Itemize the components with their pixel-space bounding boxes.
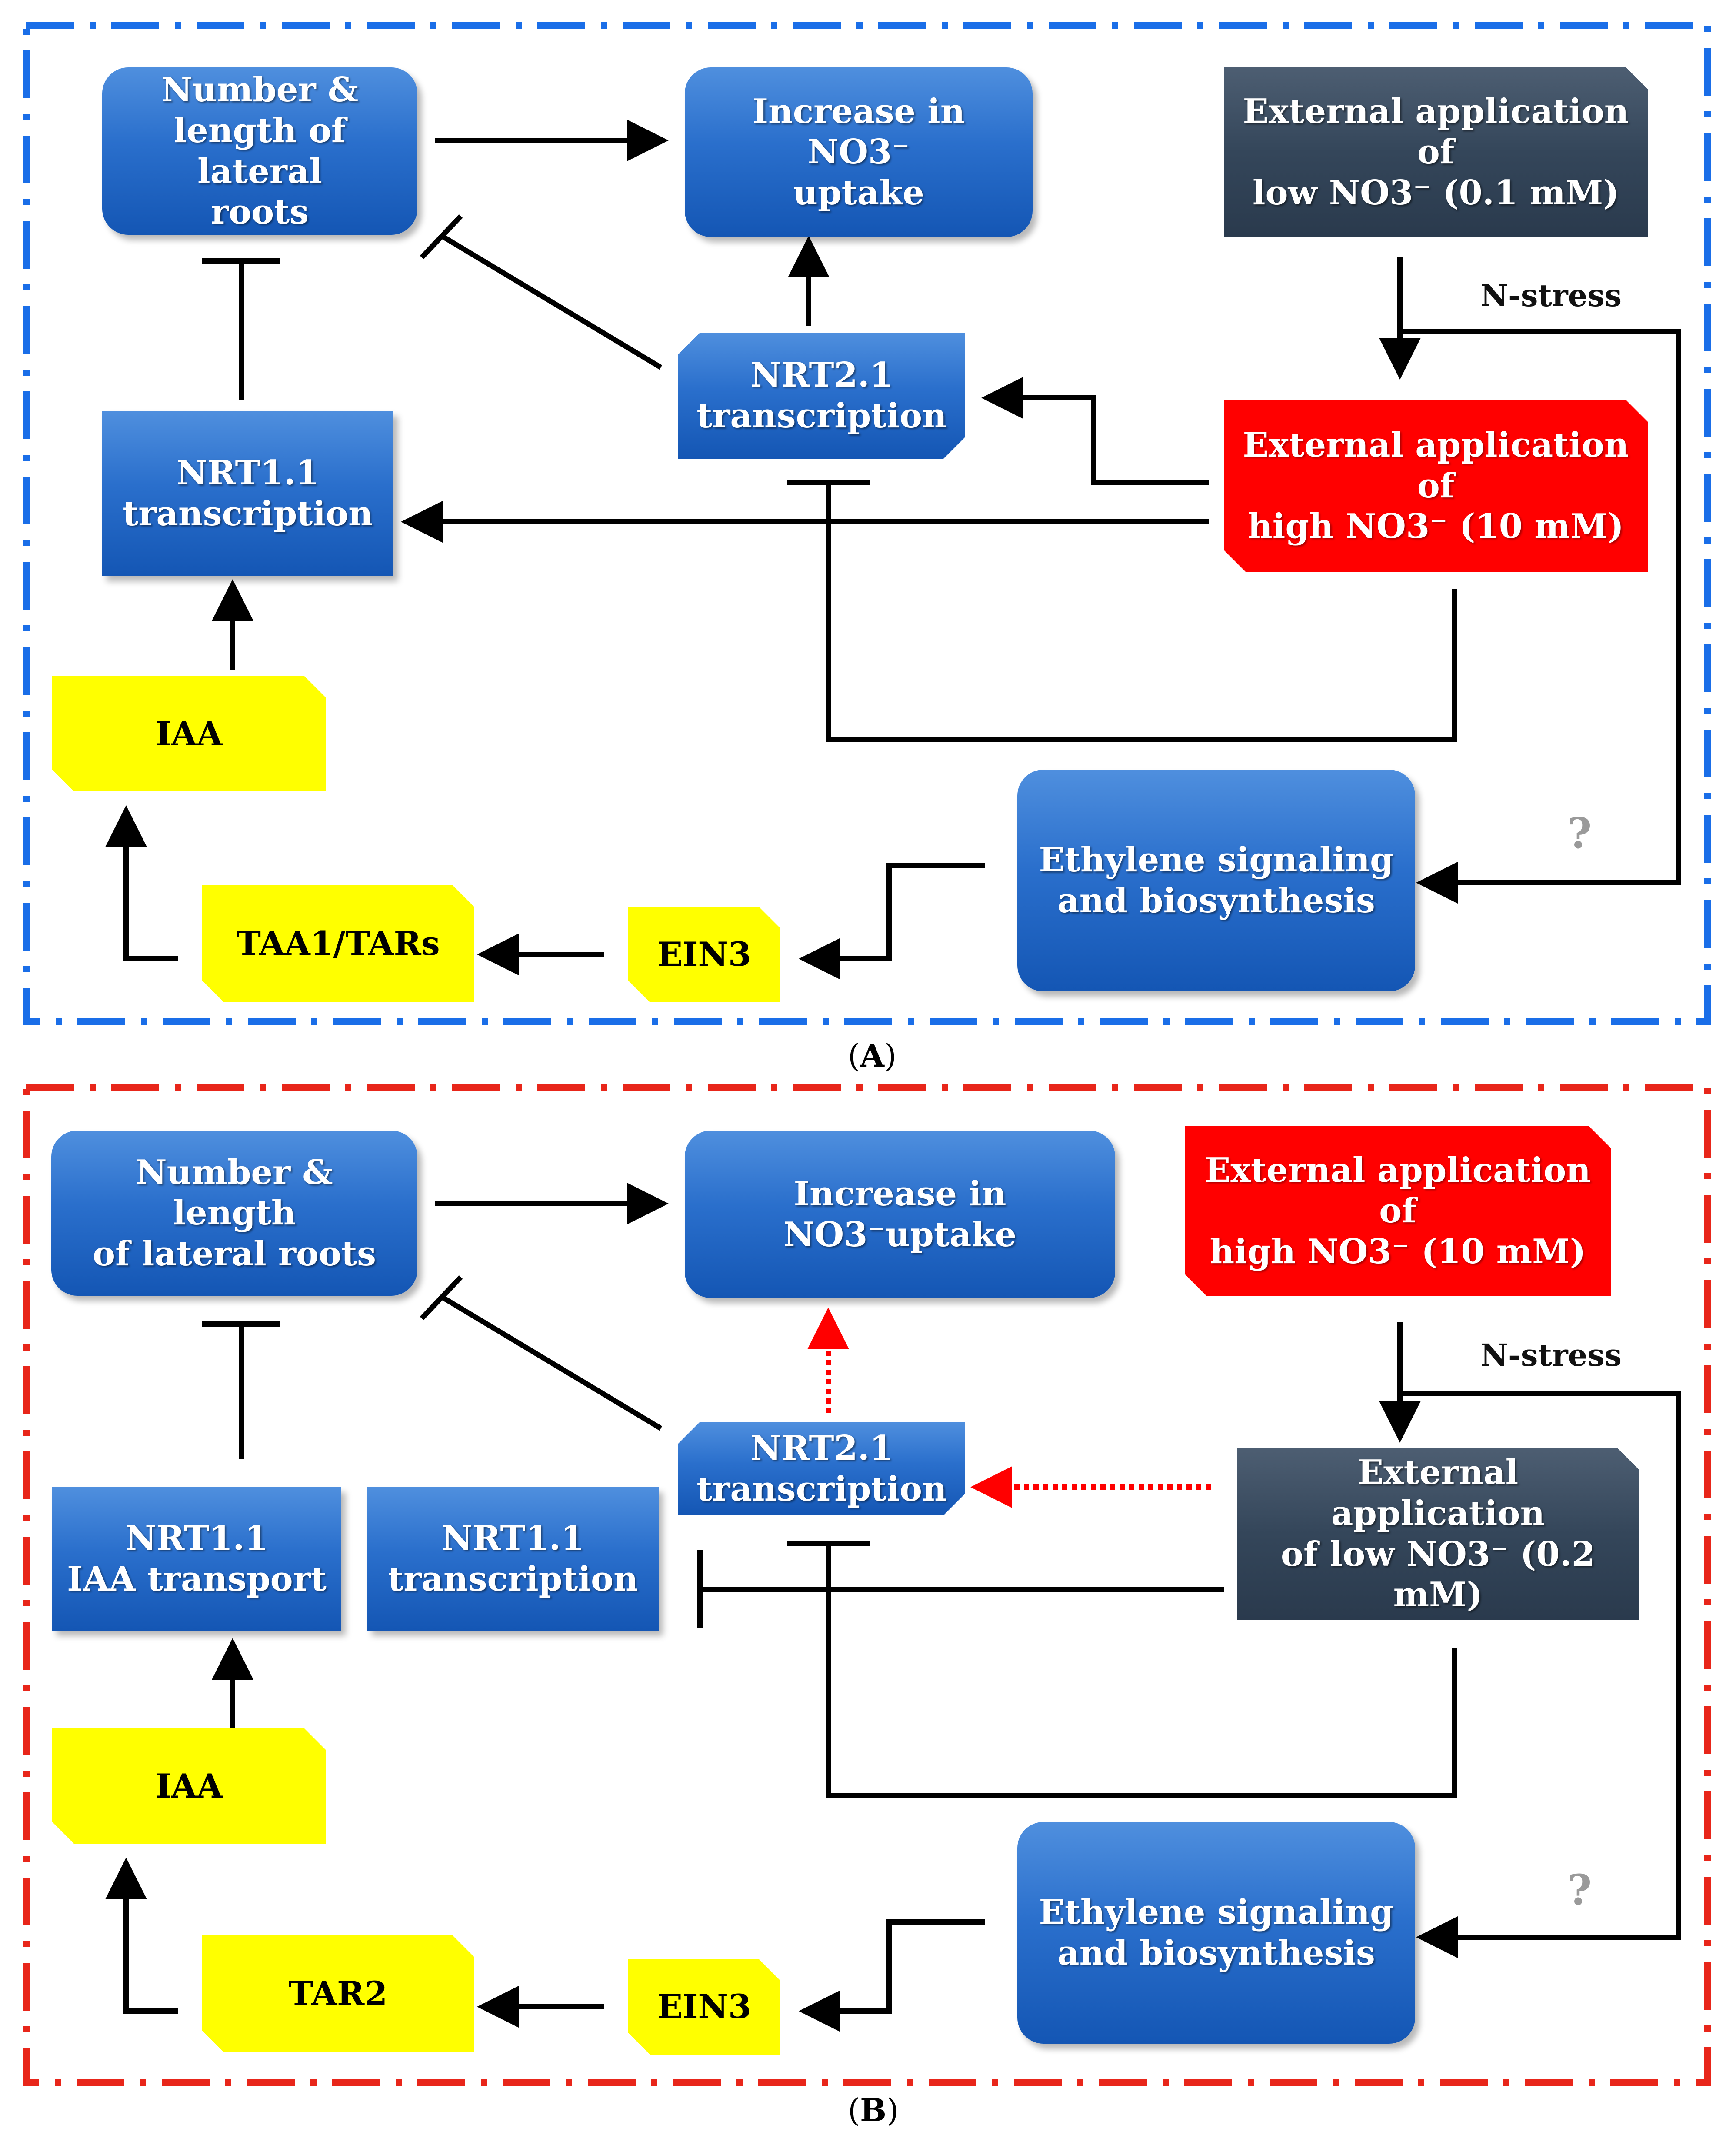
node-b-no3-uptake: Increase in NO3⁻uptake [685, 1131, 1115, 1298]
node-b-nrt11-iaa-transport: NRT1.1 IAA transport [52, 1487, 341, 1631]
node-b-ethylene: Ethylene signaling and biosynthesis [1017, 1822, 1415, 2044]
edge-b-nrt21-inhibits-lateral-bar [420, 1275, 463, 1321]
node-b-iaa: IAA [52, 1728, 326, 1844]
node-b-no3-uptake-label: Increase in NO3⁻uptake [783, 1174, 1017, 1254]
node-a-ein3: EIN3 [628, 907, 780, 1002]
panel-a-label: (A) [848, 1037, 897, 1074]
node-b-lateral-roots: Number & length of lateral roots [51, 1131, 417, 1296]
panel-b-letter: B [860, 2092, 886, 2128]
node-b-nrt11-iaa-transport-label: NRT1.1 IAA transport [67, 1518, 327, 1599]
node-b-nrt11-transcription: NRT1.1 transcription [367, 1487, 659, 1631]
node-a-low-no3-label: External application of low NO3⁻ (0.1 mM… [1243, 91, 1629, 213]
panel-b-dotted-edges [807, 1308, 1211, 1508]
panel-a-edges [105, 120, 1681, 980]
node-a-no3-uptake-label: Increase in NO3⁻ uptake [752, 91, 965, 213]
node-a-nrt21: NRT2.1 transcription [678, 333, 965, 459]
node-a-high-no3: External application of high NO3⁻ (10 mM… [1224, 400, 1648, 572]
label-a-n-stress: N-stress [1480, 277, 1622, 314]
panel-a-frame [23, 22, 1711, 1025]
edge-a-nrt21-inhibits-lateral [442, 234, 663, 370]
node-a-lateral-roots: Number & length of lateral roots [102, 67, 417, 235]
edge-a-ethylene-to-ein3 [799, 863, 985, 980]
edge-a-high-inhibits-nrt21 [826, 483, 1457, 742]
node-a-ethylene: Ethylene signaling and biosynthesis [1017, 770, 1415, 991]
edge-b-tar2-to-iaa [105, 1858, 178, 2014]
node-b-tar2: TAR2 [202, 1935, 474, 2052]
label-b-n-stress: N-stress [1480, 1337, 1622, 1373]
edge-b-ethylene-to-ein3 [799, 1919, 985, 2032]
node-a-ein3-label: EIN3 [657, 935, 751, 974]
node-a-lateral-roots-label: Number & length of lateral roots [161, 70, 359, 232]
node-a-nrt11: NRT1.1 transcription [102, 411, 393, 576]
node-b-nrt21-label: NRT2.1 transcription [696, 1428, 947, 1509]
node-b-high-no3-label: External application of high NO3⁻ (10 mM… [1204, 1150, 1591, 1271]
node-b-ethylene-label: Ethylene signaling and biosynthesis [1039, 1892, 1394, 1973]
node-a-taa1-tars-label: TAA1/TARs [236, 924, 440, 963]
node-b-iaa-label: IAA [156, 1766, 223, 1805]
node-b-high-no3: External application of high NO3⁻ (10 mM… [1185, 1126, 1611, 1296]
edge-a-nrt21-inhibits-lateral-bar [420, 214, 463, 260]
node-a-no3-uptake: Increase in NO3⁻ uptake [685, 67, 1033, 237]
node-b-nrt11-transcription-label: NRT1.1 transcription [388, 1518, 638, 1599]
panel-b-label: (B) [848, 2092, 899, 2128]
node-b-tar2-label: TAR2 [288, 1974, 388, 2013]
edge-a-high-to-nrt21 [981, 377, 1209, 485]
panel-a-letter: A [860, 1037, 884, 1074]
node-a-taa1-tars: TAA1/TARs [202, 885, 474, 1002]
node-a-nrt11-label: NRT1.1 transcription [123, 453, 373, 534]
panel-b-edges [105, 1183, 1681, 2032]
node-b-nrt21: NRT2.1 transcription [678, 1422, 965, 1515]
node-b-lateral-roots-label: Number & length of lateral roots [92, 1152, 377, 1274]
node-a-iaa: IAA [52, 676, 326, 791]
node-a-high-no3-label: External application of high NO3⁻ (10 mM… [1243, 425, 1629, 547]
node-b-low-no3-label: External application of low NO3⁻ (0.2 mM… [1280, 1453, 1596, 1615]
node-a-low-no3: External application of low NO3⁻ (0.1 mM… [1224, 67, 1648, 237]
edge-a-taa1-to-iaa [105, 805, 178, 961]
edge-a-nstress-to-ethylene [1400, 329, 1681, 904]
node-a-iaa-label: IAA [156, 714, 223, 753]
node-b-ein3-label: EIN3 [657, 1987, 751, 2026]
edge-b-nrt21-inhibits-lateral [442, 1295, 663, 1431]
panel-b-frame [23, 1084, 1711, 2086]
label-b-question-mark: ? [1567, 1865, 1592, 1915]
label-a-question-mark: ? [1567, 809, 1592, 858]
node-b-low-no3: External application of low NO3⁻ (0.2 mM… [1237, 1448, 1639, 1620]
node-a-nrt21-label: NRT2.1 transcription [696, 355, 947, 436]
node-b-ein3: EIN3 [628, 1959, 780, 2055]
edge-b-nstress-to-ethylene [1400, 1391, 1681, 1958]
node-a-ethylene-label: Ethylene signaling and biosynthesis [1039, 840, 1394, 921]
edge-b-low-inhibits-nrt21 [826, 1544, 1457, 1798]
